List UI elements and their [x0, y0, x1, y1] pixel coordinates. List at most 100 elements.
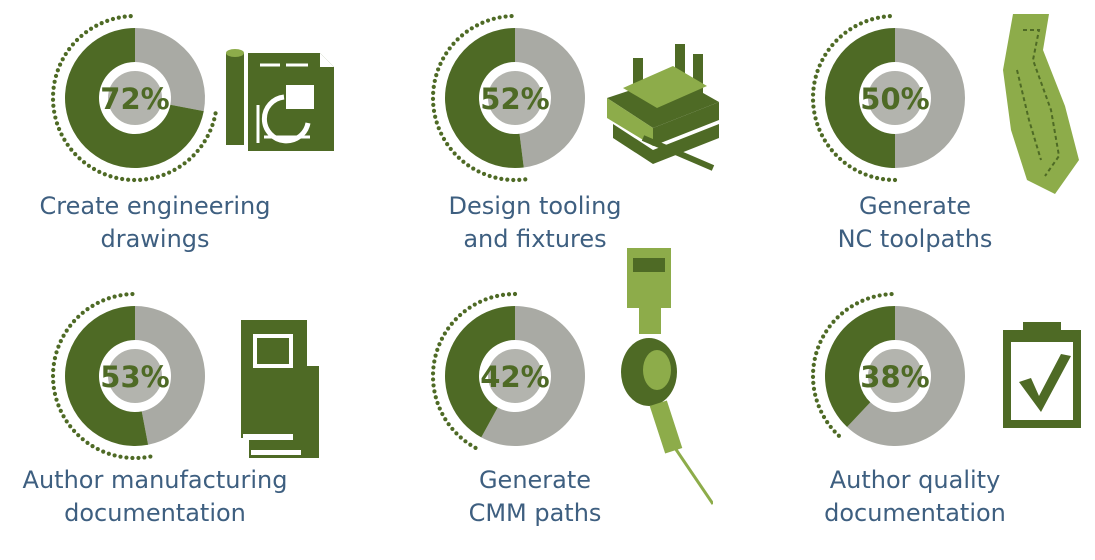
dot-mark [58, 408, 63, 414]
donut-value-arc [825, 28, 895, 168]
dot-mark [500, 292, 506, 297]
dot-mark [439, 131, 444, 136]
dot-mark [811, 386, 817, 391]
dot-mark [814, 398, 819, 403]
dot-mark [854, 301, 860, 306]
dot-mark [812, 80, 817, 85]
dot-mark [447, 46, 452, 51]
dot-mark [54, 121, 60, 126]
dot-mark [432, 389, 437, 394]
dot-mark [74, 37, 80, 43]
dot-mark [464, 29, 469, 34]
dot-mark [208, 128, 213, 133]
dot-mark [491, 16, 496, 21]
dot-mark [432, 78, 437, 84]
dot-mark [70, 42, 76, 47]
dot-mark [205, 133, 210, 139]
dot-mark [90, 444, 95, 449]
dot-mark [453, 317, 458, 322]
dot-mark [835, 315, 840, 320]
dot-mark [67, 47, 72, 52]
donut-remainder-arc [135, 28, 205, 112]
dot-mark [503, 14, 508, 19]
dot-mark [118, 454, 123, 459]
dot-mark [79, 33, 84, 39]
dot-mark [852, 167, 857, 172]
dot-mark [489, 295, 494, 300]
dot-mark [887, 14, 892, 19]
dot-mark [52, 109, 57, 114]
dot-mark [80, 310, 85, 315]
dot-mark [481, 171, 487, 177]
dot-mark [430, 96, 436, 101]
dot-mark [432, 359, 437, 364]
dot-mark [124, 292, 129, 297]
dot-mark [468, 442, 473, 447]
donut-center [482, 65, 548, 131]
dot-mark [834, 38, 839, 43]
dot-mark [112, 453, 117, 458]
dot-mark [877, 293, 882, 298]
dot-mark [487, 173, 492, 179]
dot-mark [445, 141, 450, 147]
stat-author-quality-docs: 38% Author quality documentation [805, 286, 1095, 556]
dot-mark [858, 21, 863, 26]
stat-create-engineering-drawings: 72% Create engineering drawings [40, 8, 345, 278]
dot-mark [462, 309, 467, 314]
dot-mark [51, 103, 56, 108]
dot-mark [810, 98, 816, 103]
dot-mark [148, 454, 153, 459]
dot-mark [849, 304, 854, 309]
dot-mark [497, 15, 502, 20]
dot-mark [829, 148, 834, 153]
dot-mark [106, 296, 111, 301]
dot-mark [442, 331, 447, 336]
donut-center [102, 65, 168, 131]
dot-mark [832, 429, 837, 434]
dot-mark [517, 177, 522, 182]
dot-mark [76, 433, 81, 438]
stat-label: Author manufacturing documentation [22, 466, 288, 527]
stat-label: Design tooling and fixtures [448, 192, 622, 253]
dot-mark [826, 143, 831, 148]
dot-mark [472, 302, 477, 307]
dot-mark [55, 68, 60, 73]
dot-mark [838, 34, 843, 39]
dot-mark [63, 51, 68, 57]
dot-mark [68, 323, 73, 328]
dot-mark [61, 333, 66, 338]
donut-chart: 72% [50, 14, 218, 183]
donut-chart: 50% [810, 14, 965, 183]
dot-mark [91, 166, 97, 172]
dot-mark [825, 419, 830, 425]
dot-mark [142, 455, 147, 460]
dot-mark [85, 307, 90, 312]
dot-mark [106, 451, 111, 456]
dot-mark [85, 440, 90, 445]
dot-mark [51, 85, 56, 90]
dot-mark [61, 414, 66, 419]
dot-mark [441, 56, 446, 61]
books-icon [241, 320, 319, 458]
dot-mark [52, 391, 58, 396]
dot-mark [132, 177, 137, 183]
dot-mark [64, 419, 69, 424]
dot-mark [56, 126, 62, 132]
stat-generate-nc-toolpaths: 50% Generate NC toolpaths [805, 8, 1095, 278]
dot-mark [54, 350, 59, 355]
dot-mark [114, 175, 119, 180]
dot-mark [813, 74, 818, 79]
dot-mark [823, 52, 828, 57]
dot-mark [441, 136, 447, 142]
dot-mark [212, 117, 217, 122]
dot-mark [495, 293, 500, 299]
dot-mark [77, 156, 82, 161]
donut-value-arc [65, 306, 149, 446]
dot-mark [811, 104, 816, 109]
dot-mark [814, 351, 819, 356]
dot-mark [836, 433, 841, 438]
dot-mark [51, 385, 56, 391]
dot-mark [431, 365, 436, 370]
dot-mark [90, 303, 95, 308]
